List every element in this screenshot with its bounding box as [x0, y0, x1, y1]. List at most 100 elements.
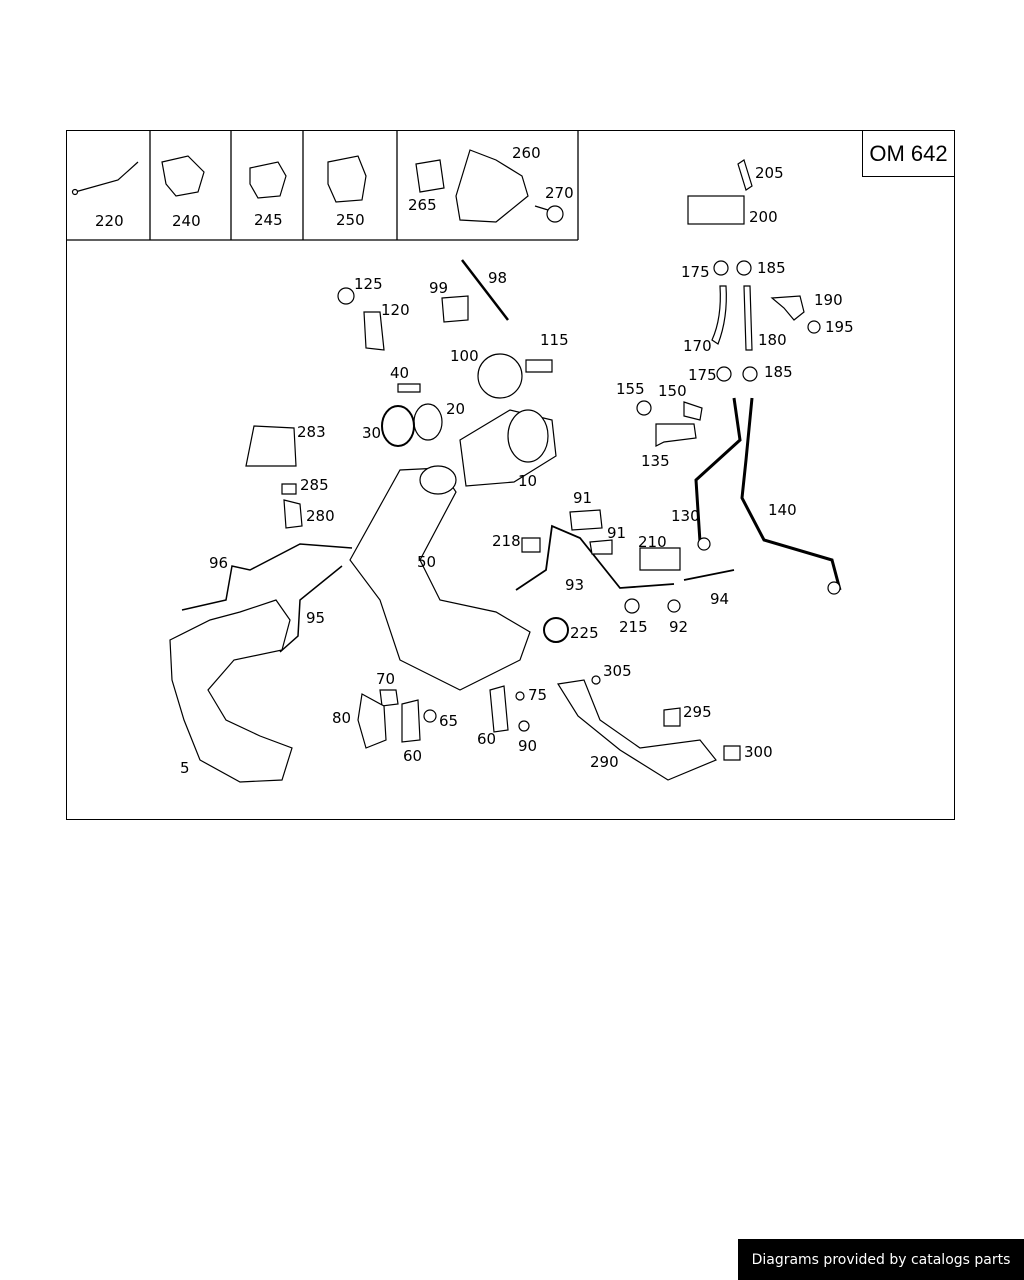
part-label: 92 — [669, 618, 688, 636]
bolt-270-icon — [546, 205, 564, 223]
part-label: 295 — [683, 703, 712, 721]
part-label: 10 — [518, 472, 537, 490]
bracket-135-icon — [655, 423, 697, 447]
bolt-90-icon — [518, 720, 530, 732]
cable-tie-icon — [74, 161, 139, 193]
part-label: 5 — [180, 759, 190, 777]
inset-label: 240 — [172, 212, 201, 230]
cap-185-lower-icon — [742, 366, 758, 382]
part-label: 205 — [755, 164, 784, 182]
bracket-280-icon — [283, 499, 303, 529]
bracket-283-icon — [245, 425, 297, 467]
ring-20-icon — [413, 403, 443, 441]
part-label: 100 — [450, 347, 479, 365]
part-label: 150 — [658, 382, 687, 400]
part-label: 130 — [671, 507, 700, 525]
part-label: 30 — [362, 424, 381, 442]
bolt-40-icon — [397, 383, 421, 393]
bracket-290-icon — [557, 679, 717, 781]
tie-94-icon — [683, 569, 735, 581]
inset-label: 265 — [408, 196, 437, 214]
part-label: 140 — [768, 501, 797, 519]
part-label: 60 — [403, 747, 422, 765]
part-label: 200 — [749, 208, 778, 226]
clip-91-lower-icon — [589, 539, 613, 555]
gasket-100-icon — [477, 353, 523, 399]
bracket-70-icon — [379, 689, 399, 707]
bracket-80-icon — [357, 693, 387, 749]
part-label: 99 — [429, 279, 448, 297]
part-label: 210 — [638, 533, 667, 551]
inset-label: 245 — [254, 211, 283, 229]
part-label: 94 — [710, 590, 729, 608]
cap-175-icon — [713, 260, 729, 276]
part-label: 135 — [641, 452, 670, 470]
part-label: 93 — [565, 576, 584, 594]
part-label: 75 — [528, 686, 547, 704]
clip-99-icon — [441, 295, 469, 323]
part-label: 115 — [540, 331, 569, 349]
nut-150-icon — [683, 401, 703, 421]
part-label: 91 — [573, 489, 592, 507]
pressure-sensor-icon — [687, 195, 745, 225]
catalyst-5-icon — [169, 599, 293, 783]
cap-175-lower-icon — [716, 366, 732, 382]
clip-300-icon — [723, 745, 741, 761]
clamp-30-icon — [381, 405, 415, 447]
bolt-125-icon — [337, 287, 355, 305]
part-label: 195 — [825, 318, 854, 336]
sensor-wire-96-icon — [181, 543, 353, 611]
bolt-155-icon — [636, 400, 652, 416]
part-label: 65 — [439, 712, 458, 730]
part-label: 225 — [570, 624, 599, 642]
clip-295-icon — [663, 707, 681, 727]
clip-285-icon — [281, 483, 297, 495]
part-label: 218 — [492, 532, 521, 550]
bracket-60-left-icon — [401, 699, 421, 743]
clip-240-icon — [161, 155, 205, 197]
part-label: 20 — [446, 400, 465, 418]
clip-245-icon — [249, 161, 287, 199]
nut-92-icon — [667, 599, 681, 613]
pipe-130-fitting-icon — [697, 537, 711, 551]
part-label: 175 — [681, 263, 710, 281]
part-label: 50 — [417, 553, 436, 571]
bracket-60-right-icon — [489, 685, 509, 733]
bracket-260-icon — [455, 149, 529, 223]
sensor-wire-95-icon — [279, 565, 343, 653]
bracket-250-icon — [327, 155, 367, 203]
catalyst-10-flange-icon — [507, 409, 549, 463]
clip-91-upper-icon — [569, 509, 603, 531]
part-label: 185 — [757, 259, 786, 277]
part-label: 285 — [300, 476, 329, 494]
part-label: 60 — [477, 730, 496, 748]
clip-215-icon — [624, 598, 640, 614]
part-labels: 220 240 245 250 265 260 270 205 200 175 … — [95, 144, 854, 777]
part-label: 98 — [488, 269, 507, 287]
clamp-225-icon — [543, 617, 569, 643]
inset-label: 270 — [545, 184, 574, 202]
inset-label: 260 — [512, 144, 541, 162]
nut-195-icon — [807, 320, 821, 334]
cable-tie-end-icon — [71, 188, 79, 196]
part-label: 283 — [297, 423, 326, 441]
part-label: 120 — [381, 301, 410, 319]
pipe-140-icon — [740, 397, 842, 591]
inset-label: 220 — [95, 212, 124, 230]
pipe-140-fitting-icon — [827, 581, 841, 595]
clip-265-icon — [415, 159, 445, 193]
part-label: 215 — [619, 618, 648, 636]
pipe-130-icon — [694, 397, 742, 543]
part-label: 175 — [688, 366, 717, 384]
pipe-50-inlet-icon — [419, 465, 457, 495]
engine-code-label: OM 642 — [862, 130, 955, 177]
cap-185-icon — [736, 260, 752, 276]
part-label: 305 — [603, 662, 632, 680]
part-label: 125 — [354, 275, 383, 293]
bolt-205-icon — [737, 159, 753, 191]
part-label: 90 — [518, 737, 537, 755]
exhaust-pipe-50-icon — [349, 467, 531, 691]
part-label: 300 — [744, 743, 773, 761]
part-label: 80 — [332, 709, 351, 727]
